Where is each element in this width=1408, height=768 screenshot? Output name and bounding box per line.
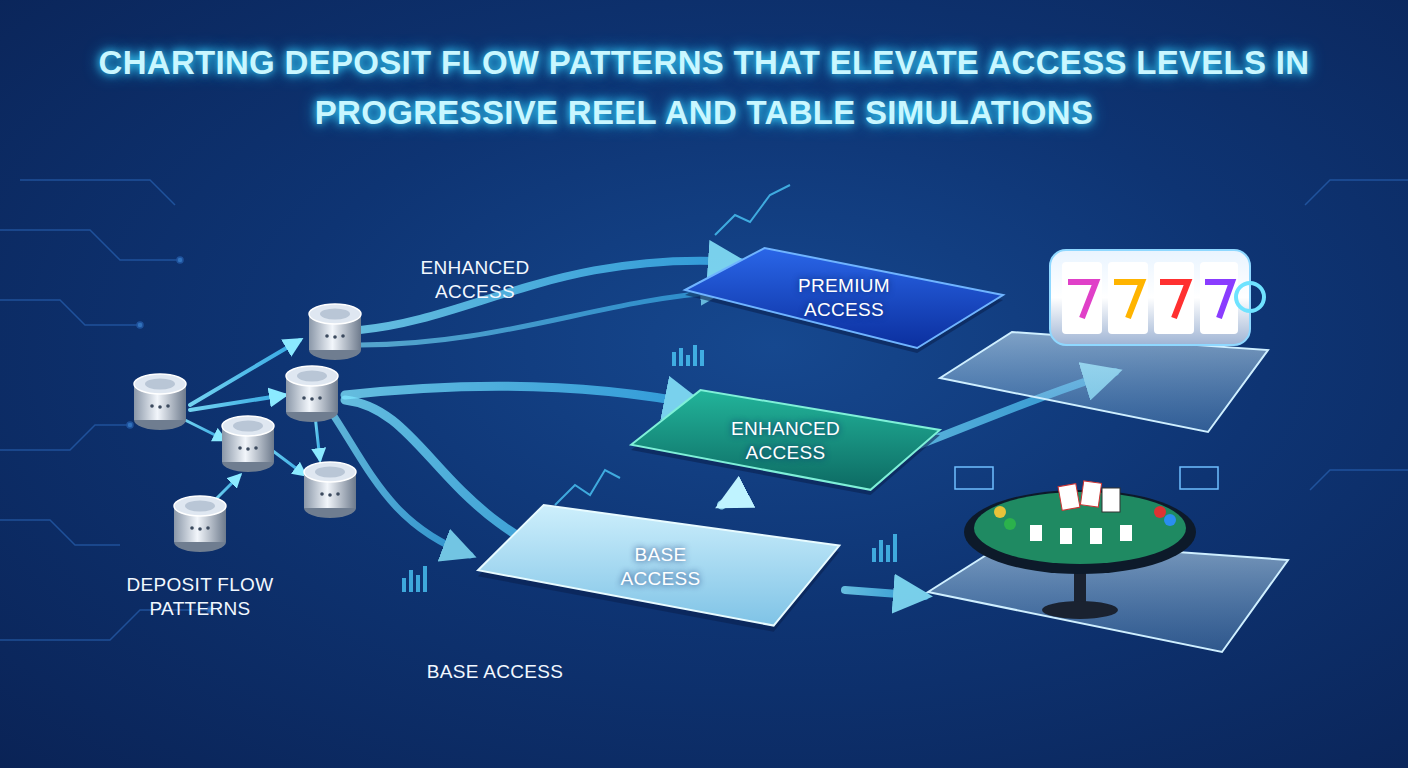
decoration-shape	[964, 490, 1196, 574]
slot-machine-platform	[940, 250, 1268, 432]
decoration-shape	[20, 180, 175, 205]
decoration-shape	[0, 425, 130, 450]
decoration-shape	[1120, 525, 1132, 541]
platform-top	[685, 248, 1003, 348]
decoration-shape	[137, 322, 143, 328]
platform-top	[631, 390, 940, 490]
platform-shape	[685, 248, 1003, 348]
access-platform: ENHANCED ACCESS	[628, 388, 943, 493]
access-platform: PREMIUM ACCESS	[685, 248, 1003, 348]
free-label: ENHANCED ACCESS	[395, 256, 555, 304]
platform-label: ENHANCED ACCESS	[721, 417, 851, 465]
decoration-shape	[872, 548, 876, 562]
decoration-shape	[360, 292, 720, 345]
decoration-shape	[1090, 528, 1102, 544]
free-label: DEPOSIT FLOW PATTERNS	[105, 573, 295, 621]
decoration-shape	[185, 420, 225, 440]
platform-shape	[478, 505, 843, 628]
decoration-shape	[672, 352, 676, 366]
decoration-shape	[1068, 282, 1096, 318]
decoration-shape	[1080, 481, 1101, 507]
decoration-shape	[1180, 467, 1218, 489]
decoration-shape	[0, 300, 140, 325]
decoration-shape	[994, 506, 1006, 518]
decoration-shape	[1042, 601, 1118, 619]
coin	[304, 462, 356, 518]
decoration-shape	[1050, 250, 1250, 345]
decoration-shape	[974, 492, 1186, 564]
decoration-shape	[402, 578, 406, 592]
decoration-shape	[345, 386, 700, 405]
decoration-shape	[1004, 518, 1016, 530]
decoration-shape	[0, 520, 120, 545]
decoration-shape	[1305, 180, 1408, 205]
decoration-shape	[416, 575, 420, 592]
free-label: BASE ACCESS	[405, 660, 585, 684]
coins	[134, 304, 361, 552]
decoration-shape	[409, 570, 413, 592]
decoration-shape	[715, 185, 790, 235]
decoration-shape	[423, 566, 427, 592]
decoration-shape	[940, 332, 1268, 432]
decoration-shape	[679, 348, 683, 366]
coin	[286, 366, 338, 422]
platform-label: PREMIUM ACCESS	[779, 274, 909, 322]
decoration-shape	[700, 350, 704, 366]
decoration-shape	[190, 395, 285, 410]
platform-top	[478, 505, 839, 626]
decoration-shape	[1236, 283, 1264, 311]
decoration-shape	[1114, 282, 1142, 318]
decoration-shape	[893, 534, 897, 562]
access-platform: BASE ACCESS	[478, 505, 843, 628]
decoration-shape	[1154, 262, 1194, 334]
decoration-shape	[0, 230, 180, 260]
decoration-shape	[127, 422, 133, 428]
flow-connector	[722, 492, 741, 505]
decoration-shape	[1154, 506, 1166, 518]
decoration-shape	[1310, 470, 1408, 490]
decoration-shape	[1160, 282, 1188, 318]
decoration-shape	[1060, 528, 1072, 544]
decoration-shape	[1030, 525, 1042, 541]
diagram-title: CHARTING DEPOSIT FLOW PATTERNS THAT ELEV…	[54, 38, 1354, 138]
decoration-shape	[886, 545, 890, 562]
decoration-shape	[555, 470, 620, 505]
coin	[309, 304, 361, 360]
decoration-shape	[1108, 262, 1148, 334]
decoration-shape	[1164, 514, 1176, 526]
decoration-shape	[845, 590, 925, 596]
decoration-shape	[879, 540, 883, 562]
decoration-shape	[1058, 484, 1080, 511]
table-game-platform	[928, 467, 1288, 652]
decoration-shape	[955, 467, 993, 489]
decoration-shape	[693, 345, 697, 366]
decoration-shape	[1205, 282, 1232, 318]
decoration-shape	[1062, 262, 1102, 334]
coin	[174, 496, 226, 552]
decoration-shape	[686, 355, 690, 366]
decoration-shape	[215, 475, 240, 500]
platform-shape	[628, 388, 943, 493]
coin	[222, 416, 274, 472]
decoration-shape	[1102, 488, 1120, 512]
platform-label: BASE ACCESS	[596, 543, 726, 591]
decoration-shape	[177, 257, 183, 263]
coin	[134, 374, 186, 430]
decoration-shape	[1200, 262, 1238, 334]
